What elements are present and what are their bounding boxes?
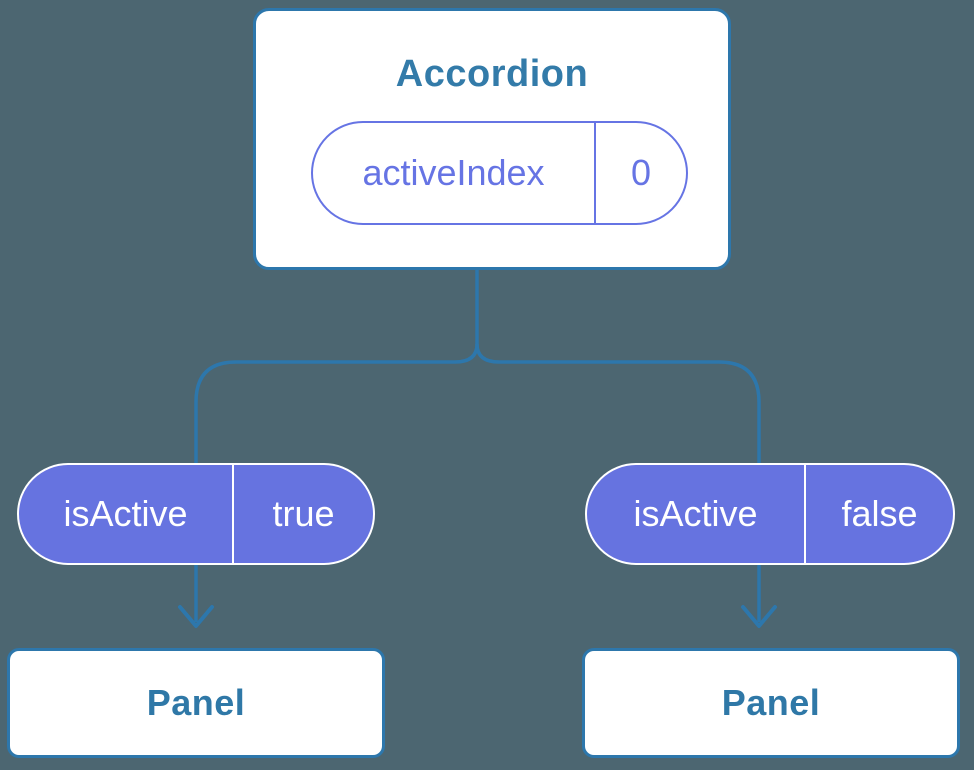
branch-left-line: [194, 343, 479, 622]
arrow-down-right-icon: [741, 605, 777, 628]
arrow-down-left-icon: [178, 605, 214, 628]
prop-pill-isactive-true: isActive true: [17, 463, 375, 565]
prop-name-label: isActive: [63, 493, 188, 534]
panel-left-title: Panel: [146, 682, 246, 723]
panel-node-right: Panel: [582, 648, 960, 758]
state-value-label: 0: [594, 123, 686, 223]
prop-value-label: true: [232, 465, 373, 563]
prop-name-label: isActive: [633, 493, 758, 534]
accordion-node: Accordion activeIndex 0: [253, 8, 731, 270]
prop-value-label: false: [804, 465, 953, 563]
state-pill-activeindex: activeIndex 0: [311, 121, 688, 225]
state-name-label: activeIndex: [362, 152, 545, 193]
panel-node-left: Panel: [7, 648, 385, 758]
accordion-title: Accordion: [395, 53, 589, 95]
prop-pill-isactive-false: isActive false: [585, 463, 955, 565]
panel-right-title: Panel: [721, 682, 821, 723]
branch-right-line: [475, 343, 761, 622]
